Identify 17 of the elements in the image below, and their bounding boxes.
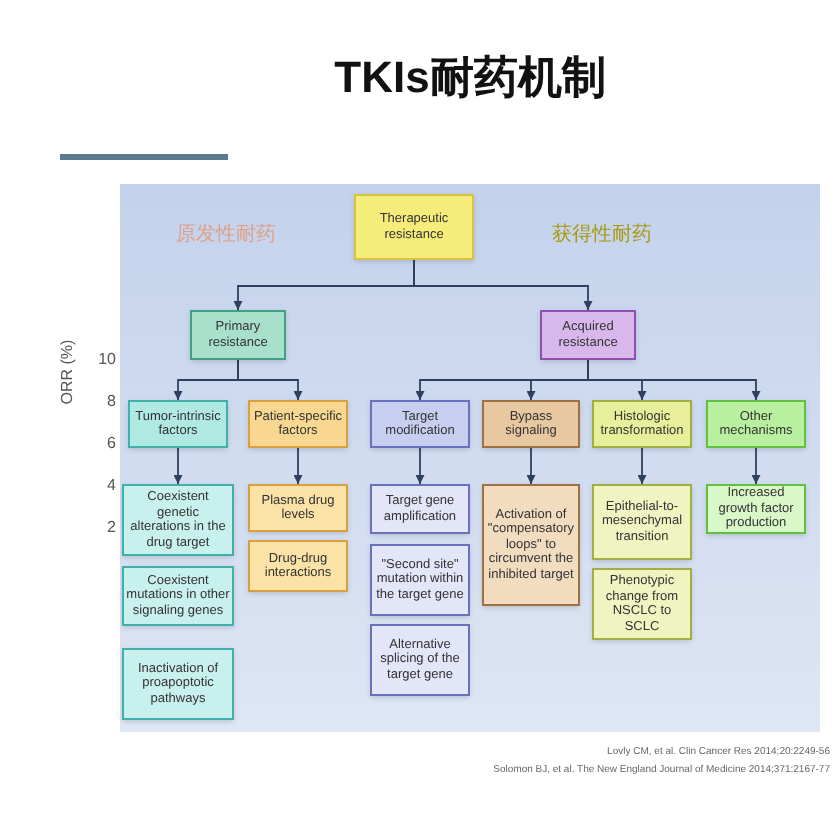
connector-arrow <box>293 447 303 485</box>
title: TKIs耐药机制 <box>332 50 608 106</box>
connector-arrow <box>415 447 425 485</box>
axis-tick-label: 2 <box>105 516 116 540</box>
connector-arrow <box>413 259 593 311</box>
axis-tick-label: 10 <box>96 348 116 372</box>
chinese-label: 原发性耐药 <box>176 221 276 250</box>
axis-title: ORR (%) <box>56 337 78 409</box>
connector-arrow <box>637 447 647 485</box>
axis-tick-label: 6 <box>105 432 116 456</box>
axis-tick-label: 8 <box>105 390 116 414</box>
connector-arrow <box>237 359 303 401</box>
connector-arrow <box>751 447 761 485</box>
connector-arrow <box>173 447 183 485</box>
axis-tick-label: 4 <box>105 474 116 498</box>
connector-arrow <box>526 447 536 485</box>
chinese-label: 获得性耐药 <box>552 221 652 250</box>
